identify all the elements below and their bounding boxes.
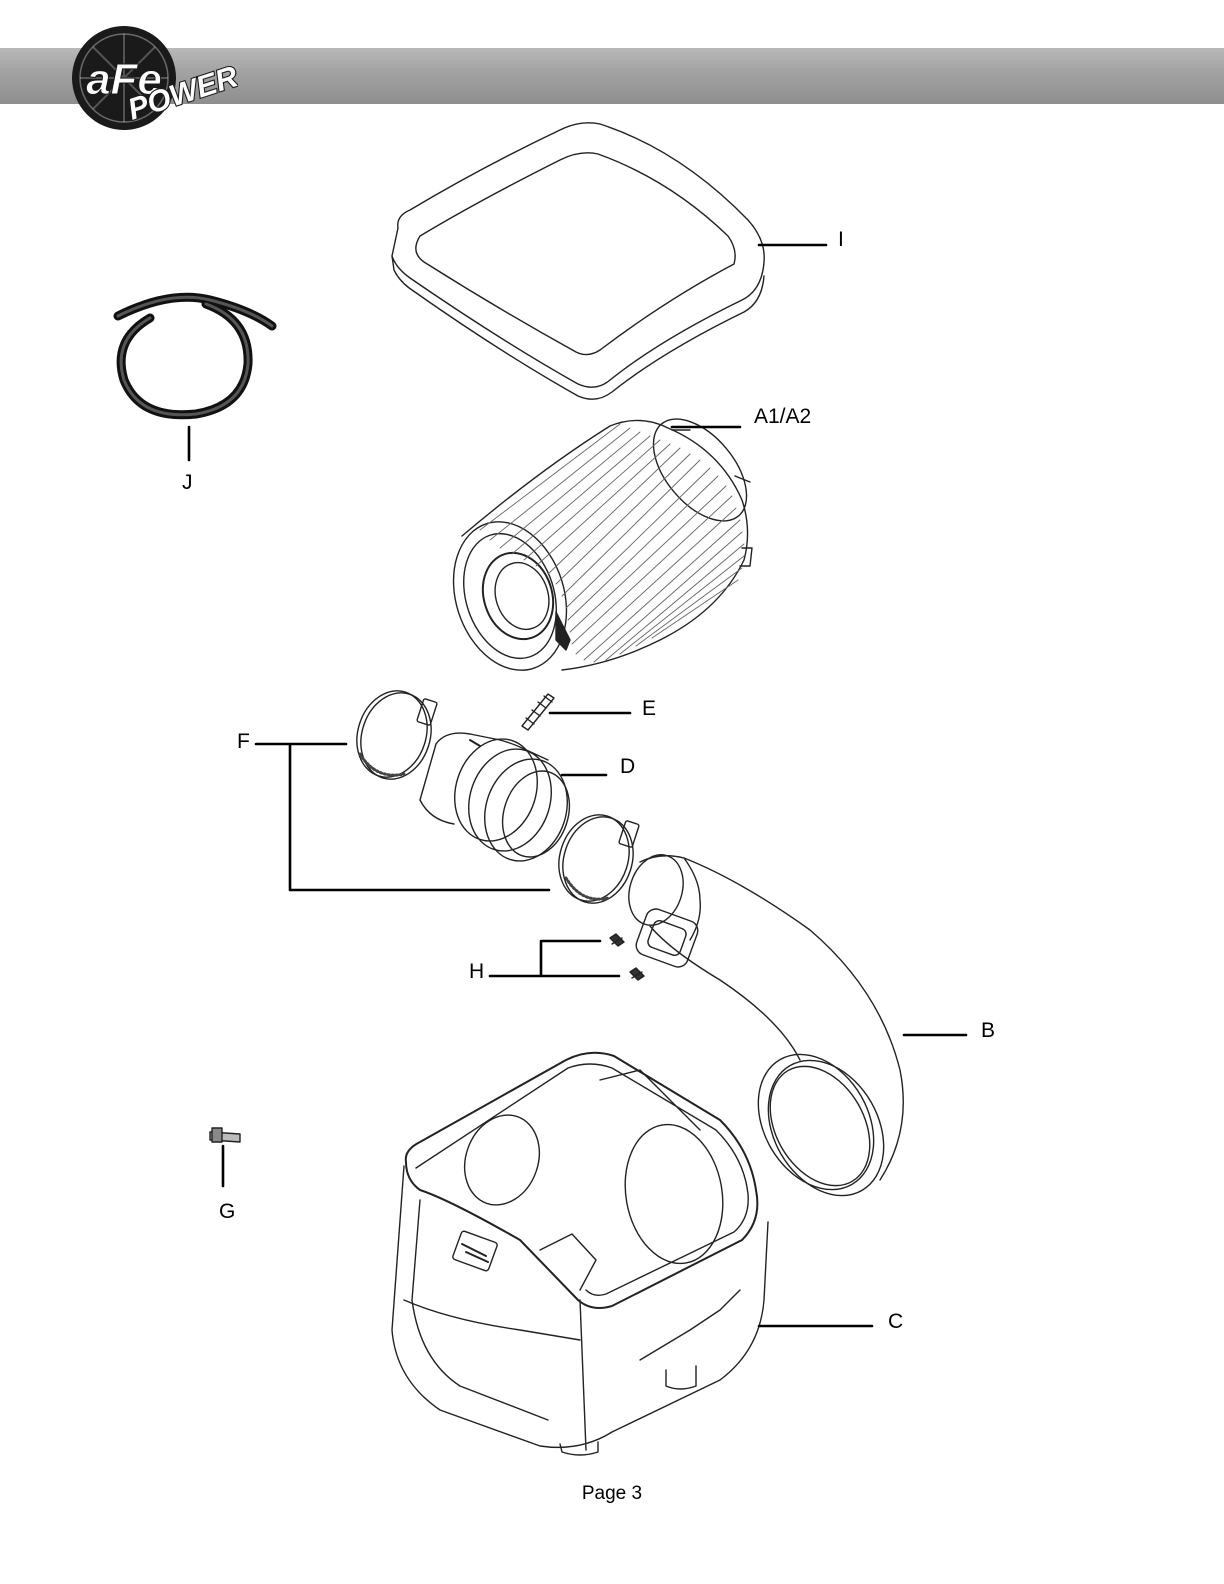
- callout-e: E: [642, 697, 657, 720]
- leader-line-f: [254, 742, 551, 892]
- part-g-fitting: [209, 1127, 241, 1143]
- callout-a1-a2: A1/A2: [754, 405, 812, 428]
- part-j-hose: [113, 292, 277, 420]
- callout-b: B: [981, 1019, 996, 1042]
- callout-h: H: [469, 960, 485, 983]
- logo-mark: aFe: [86, 55, 162, 104]
- part-f-clamp-upper: [356, 690, 438, 780]
- callout-f: F: [237, 730, 250, 753]
- part-a-air-filter: [452, 418, 753, 671]
- part-e-fitting: [521, 693, 555, 731]
- part-d-coupler: [419, 732, 571, 862]
- callout-j: J: [182, 471, 193, 494]
- part-c-airbox: [391, 1051, 769, 1456]
- part-f-clamp-lower: [558, 814, 640, 904]
- leader-line-h: [488, 939, 621, 978]
- callout-c: C: [888, 1310, 904, 1333]
- afe-power-logo-icon: aFe POWER: [72, 26, 238, 130]
- page-number: Page 3: [581, 1483, 643, 1504]
- callout-g: G: [219, 1200, 236, 1223]
- callout-i: I: [838, 228, 844, 251]
- part-h-screws: [609, 933, 645, 981]
- part-i-gasket: [391, 122, 765, 400]
- callout-d: D: [620, 755, 636, 778]
- part-b-intake-tube: [628, 854, 904, 1197]
- header-band: [0, 48, 1224, 104]
